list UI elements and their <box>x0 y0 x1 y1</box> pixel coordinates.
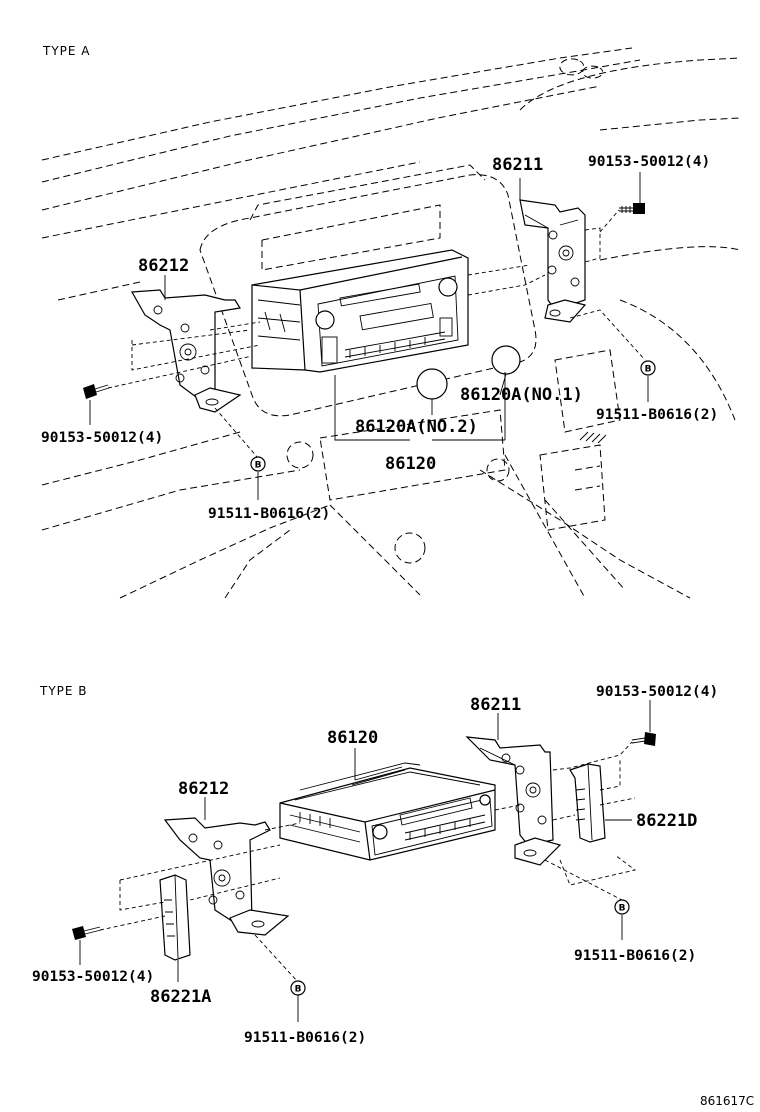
type-a-label-86120: 86120 <box>385 454 436 474</box>
type-a-screw-left-icon <box>83 384 110 399</box>
type-a-label-86120a-no1: 86120A(NO.1) <box>460 385 583 405</box>
type-a-knob-no2 <box>416 368 448 400</box>
type-a-label-86211: 86211 <box>492 155 543 175</box>
type-a-radio-unit <box>251 249 469 373</box>
type-a-screw-right-icon <box>619 203 645 214</box>
type-a-label-screw-right: 90153-50012(4) <box>588 154 710 170</box>
type-b-label-bolt-right: 91511-B0616(2) <box>574 948 696 964</box>
type-a-leaders <box>89 172 649 500</box>
type-b-label-86211: 86211 <box>470 695 521 715</box>
type-a-label-86120a-no2: 86120A(NO.2) <box>355 417 478 437</box>
svg-text:B: B <box>295 985 302 995</box>
type-a-knob-no1 <box>491 345 521 375</box>
type-b-label-86120: 86120 <box>327 728 378 748</box>
type-b-bolt-marker-bottom: B <box>290 980 306 996</box>
type-a-bolt-marker-right: B <box>640 360 656 376</box>
type-a-label-bolt-bottom: 91511-B0616(2) <box>208 506 330 522</box>
type-a-bolt-marker-bottom: B <box>250 456 266 472</box>
svg-text:B: B <box>255 461 262 471</box>
type-b-label-screw-right: 90153-50012(4) <box>596 684 718 700</box>
type-b-screw-left-icon <box>72 926 102 940</box>
type-a-dashboard-outline <box>41 47 741 599</box>
type-b-label-bolt-bottom: 91511-B0616(2) <box>244 1030 366 1046</box>
svg-text:B: B <box>619 904 626 914</box>
type-b-label-86212: 86212 <box>178 779 229 799</box>
type-b-radio-unit <box>279 762 496 861</box>
type-a-label-bolt-right: 91511-B0616(2) <box>596 407 718 423</box>
type-b-leaders <box>79 700 651 1022</box>
svg-text:B: B <box>645 365 652 375</box>
type-b-guide-lines <box>99 741 637 983</box>
type-a-bracket-86211 <box>519 199 587 323</box>
figure-code: 861617C <box>700 1094 754 1108</box>
type-b-bolt-marker-right: B <box>614 899 630 915</box>
type-b-bracket-86211 <box>465 736 562 866</box>
type-b-plate-86221d <box>569 763 606 843</box>
type-b-label-86221d: 86221D <box>636 811 697 831</box>
type-a-label-86212: 86212 <box>138 256 189 276</box>
type-b-bracket-86212 <box>163 817 290 936</box>
type-a-title: TYPE A <box>42 44 91 58</box>
type-b-label-screw-left: 90153-50012(4) <box>32 969 154 985</box>
type-b-screw-right-icon <box>631 732 656 746</box>
type-b-section: TYPE B <box>32 684 718 1046</box>
type-a-bracket-86212 <box>131 289 242 413</box>
type-b-label-86221a: 86221A <box>150 987 211 1007</box>
type-a-label-screw-left: 90153-50012(4) <box>41 430 163 446</box>
type-b-plate-86221a <box>159 874 191 961</box>
type-a-guide-lines <box>107 209 646 459</box>
type-a-section: TYPE A <box>41 44 741 599</box>
type-b-title: TYPE B <box>39 684 88 698</box>
